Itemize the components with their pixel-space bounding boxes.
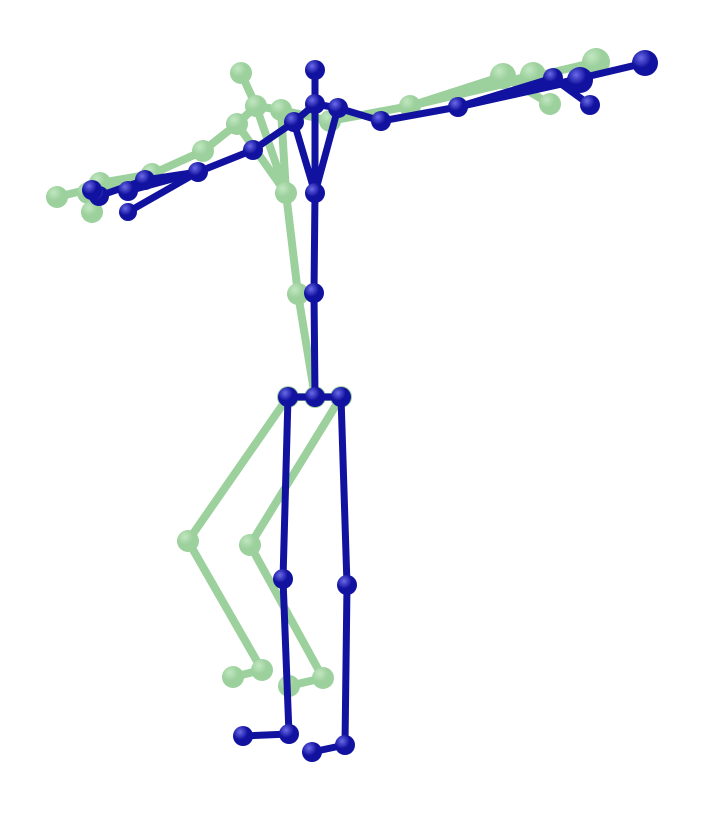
green-bone-r-elbow-r-wrist	[326, 102, 414, 125]
blue-bone-l-hip-l-knee	[279, 393, 292, 583]
green-joint-r-knee	[239, 534, 261, 556]
blue-joint-r-wrist	[448, 97, 468, 117]
blue-joint-l-toe	[233, 726, 253, 746]
blue-joint-l-ankle	[279, 724, 299, 744]
blue-joint-l-hip	[278, 387, 298, 407]
blue-joint-r-ankle	[335, 735, 355, 755]
green-bone-l-hip-l-knee	[184, 393, 292, 545]
green-joint-l-elbow	[192, 140, 214, 162]
blue-bones	[95, 59, 649, 756]
blue-joint-extra-2	[82, 180, 102, 200]
blue-bone-r-knee-r-ankle	[341, 581, 351, 749]
blue-joint-r-hand-a	[543, 68, 563, 88]
blue-joint-r-hand-c	[632, 50, 658, 76]
blue-joint-neck	[305, 94, 325, 114]
blue-joint-l-knee	[273, 569, 293, 589]
blue-joint-l-hand-c	[119, 203, 137, 221]
green-bone-neck-chest	[252, 102, 290, 197]
green-bone-l-knee-l-ankle	[184, 537, 266, 674]
blue-joint-spine	[304, 283, 324, 303]
blue-joint-r-elbow	[371, 111, 391, 131]
blue-bone-l-wrist-l-hand-c	[124, 168, 202, 216]
blue-joint-l-shoulder	[284, 112, 304, 132]
green-joint-r-hand-a	[490, 63, 516, 89]
blue-joint-l-hand-a	[135, 170, 155, 190]
green-joint-neck	[245, 95, 267, 117]
green-bone-chest-spine	[282, 189, 302, 298]
blue-joint-l-wrist	[188, 162, 208, 182]
green-bone-r-hip-r-knee	[246, 393, 345, 549]
green-joint-extra-0	[539, 93, 561, 115]
green-joint-extra-1	[81, 201, 103, 223]
blue-joint-l-hand-b	[118, 181, 138, 201]
blue-joint-l-elbow	[243, 140, 263, 160]
green-joint-l-knee	[177, 530, 199, 552]
green-joint-r-ankle	[312, 667, 334, 689]
blue-joint-chest	[305, 183, 325, 203]
green-joint-head	[230, 62, 252, 84]
blue-joint-extra-0	[580, 95, 600, 115]
blue-bone-r-shoulder-chest	[311, 104, 342, 197]
blue-bone-spine-pelvis	[310, 289, 319, 401]
green-joint-l-shoulder	[226, 113, 248, 135]
green-joint-l-toe	[222, 666, 244, 688]
blue-joints	[82, 50, 658, 762]
blue-joint-r-shoulder	[328, 98, 348, 118]
blue-bone-chest-spine	[310, 189, 319, 297]
blue-joint-r-hand-b	[567, 67, 593, 93]
blue-bone-r-elbow-r-wrist	[377, 103, 462, 125]
green-joint-r-hand-c	[582, 48, 610, 76]
blue-joint-r-toe	[302, 742, 322, 762]
blue-bone-r-hip-r-knee	[337, 393, 351, 589]
blue-joint-r-knee	[337, 575, 357, 595]
blue-skeleton	[82, 50, 658, 762]
green-joint-l-ankle	[251, 659, 273, 681]
blue-joint-r-hip	[331, 387, 351, 407]
green-joint-l-hand-c	[46, 186, 68, 208]
blue-joint-head	[305, 60, 325, 80]
blue-bone-l-knee-l-ankle	[279, 575, 293, 738]
green-joint-spine	[287, 283, 309, 305]
green-joint-chest	[275, 182, 297, 204]
blue-joint-pelvis	[305, 387, 325, 407]
